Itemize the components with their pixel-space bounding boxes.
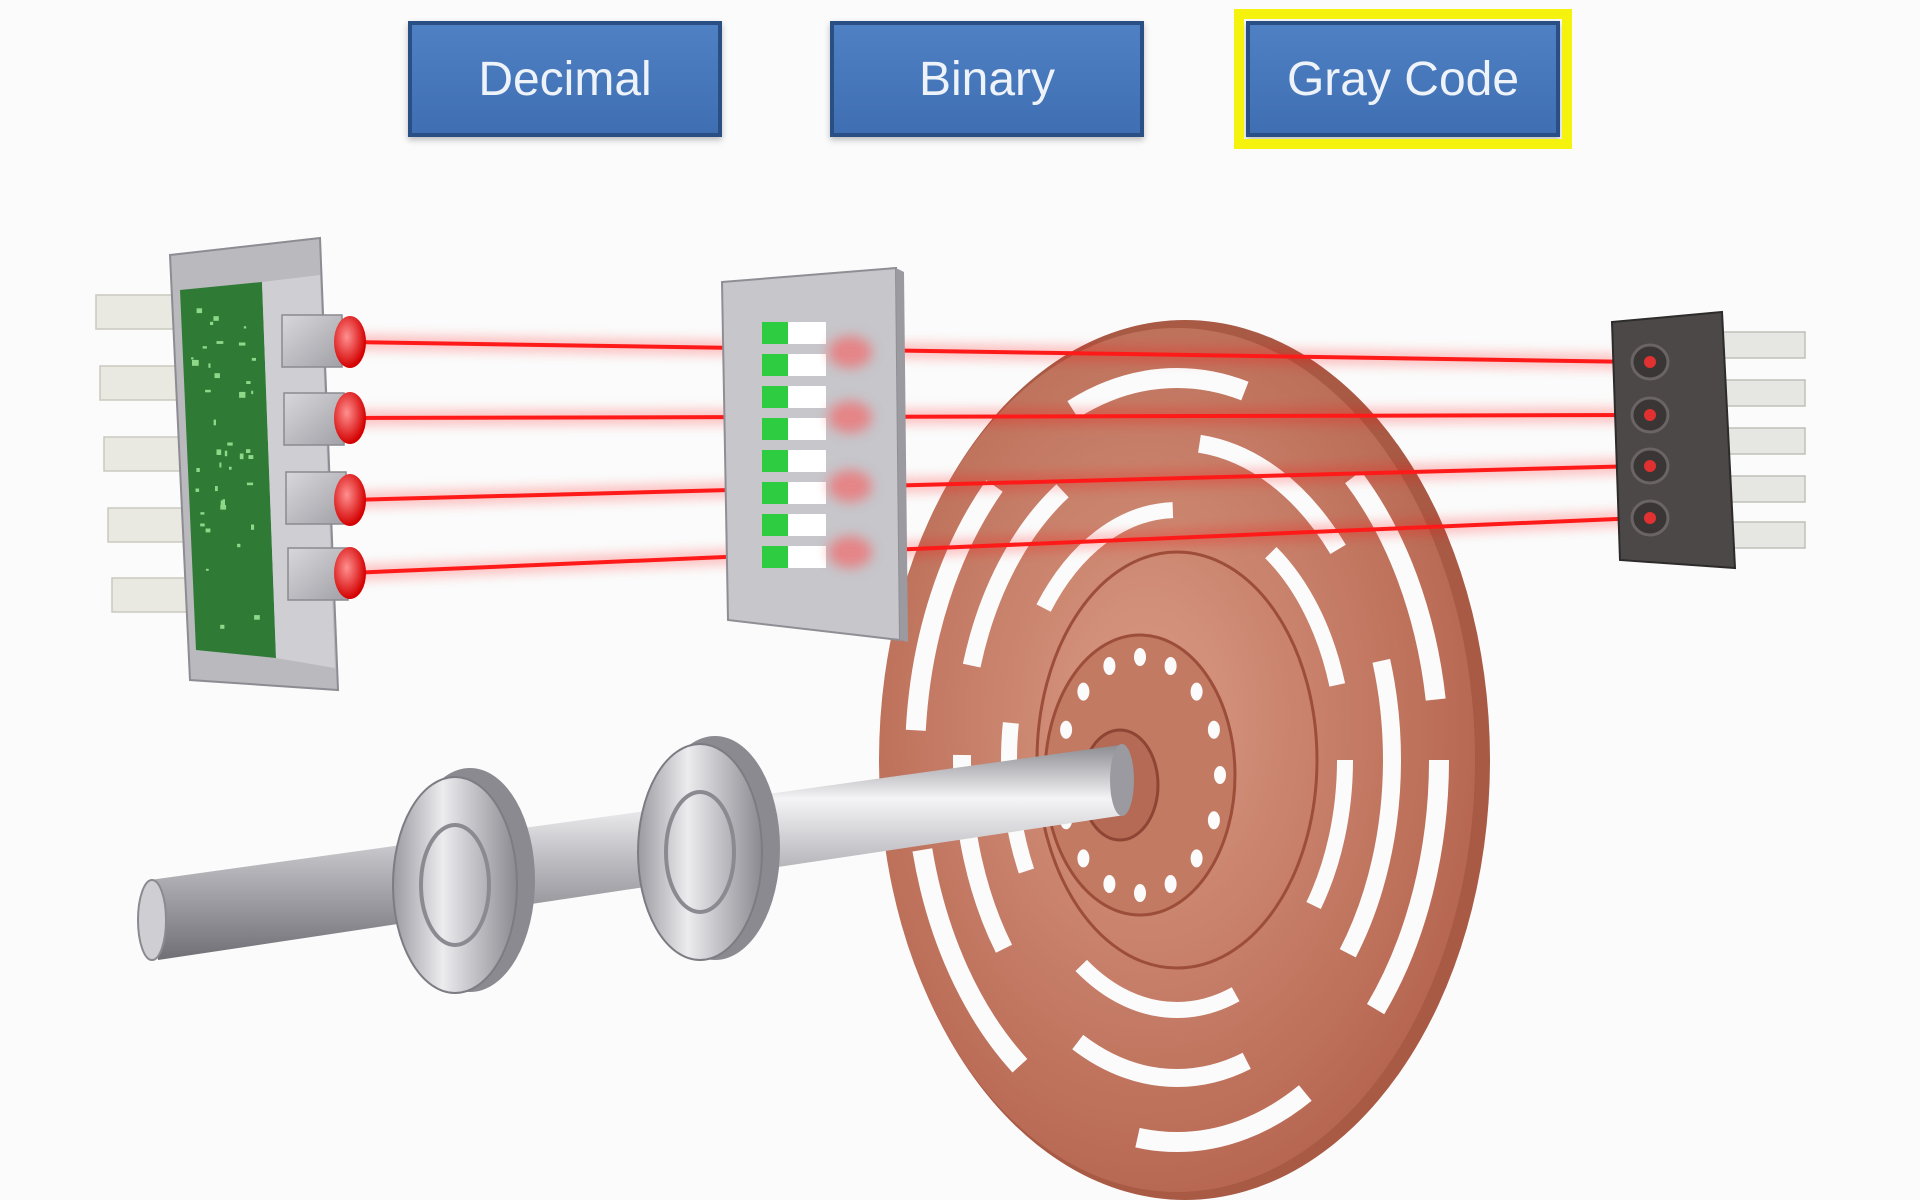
slit (788, 450, 826, 472)
disk-hole (1060, 720, 1073, 739)
pcb-component (246, 381, 251, 384)
slit-edge (762, 418, 788, 440)
slit (788, 418, 826, 440)
disk-hole (1103, 875, 1116, 893)
disk-hole (1190, 849, 1203, 868)
pcb-component (213, 419, 216, 426)
pcb-component (248, 455, 254, 459)
pcb-component (246, 482, 254, 486)
slit-edge (762, 514, 788, 536)
pcb-component (208, 363, 211, 368)
disk-hole (1214, 766, 1226, 784)
pcb-component (254, 615, 260, 620)
pcb-component (213, 316, 219, 321)
disk-hole (1190, 682, 1203, 701)
disk-hole (1077, 682, 1090, 701)
pcb-component (214, 373, 220, 379)
pcb-component (205, 389, 211, 393)
pcb-component (205, 568, 209, 571)
pcb-component (191, 357, 194, 360)
pcb-component (202, 346, 207, 349)
gray-code-button[interactable]: Gray Code (1234, 9, 1572, 149)
slit (788, 322, 826, 344)
pcb-component (220, 500, 225, 506)
pcb-component (200, 523, 205, 527)
slit (788, 386, 826, 408)
pcb-component (216, 449, 222, 455)
pcb-component (216, 341, 224, 344)
decimal-button[interactable]: Decimal (408, 21, 722, 137)
disk-hole (1207, 720, 1220, 739)
pcb-component (195, 488, 200, 492)
slit (788, 514, 826, 536)
slit (788, 354, 826, 376)
pcb-component (192, 359, 199, 366)
pcb-component (222, 499, 225, 506)
pcb-component (210, 321, 214, 325)
slit-mask-icon (720, 266, 908, 642)
photodetector-array-icon (1610, 310, 1806, 570)
pcb-component (251, 357, 256, 361)
pcb-component (243, 326, 247, 329)
pcb-component (224, 450, 228, 457)
pcb-component (205, 528, 211, 533)
pcb-component (237, 543, 241, 548)
pcb-component (239, 453, 244, 460)
slit (788, 482, 826, 504)
disk-hole (1134, 648, 1146, 666)
slit (788, 546, 826, 568)
pcb-component (220, 624, 225, 629)
disk-hole (1103, 657, 1116, 675)
pcb-component (200, 512, 205, 515)
slit-edge (762, 322, 788, 344)
encoder-disk-icon (879, 320, 1490, 1200)
disk-hole (1134, 884, 1146, 902)
pcb-component (227, 442, 233, 446)
laser-beams (349, 335, 1641, 580)
disk-hole (1207, 811, 1220, 830)
slit-edge (762, 354, 788, 376)
slit-edge (762, 450, 788, 472)
bearing-icon (637, 736, 780, 961)
pcb-component (251, 390, 254, 395)
pcb-component (196, 468, 200, 472)
pcb-component (238, 342, 246, 346)
pcb-component (196, 308, 203, 314)
binary-button[interactable]: Binary (830, 21, 1144, 137)
disk-hole (1164, 875, 1177, 893)
slit-edge (762, 482, 788, 504)
pcb-component (220, 505, 227, 510)
pcb-component (229, 466, 232, 470)
bearing-icon (392, 768, 535, 994)
pcb-component (219, 462, 222, 468)
slit-edge (762, 546, 788, 568)
disk-hole (1164, 657, 1177, 675)
pcb-component (239, 391, 246, 398)
disk-hole (1077, 849, 1090, 868)
pcb-component (246, 449, 251, 453)
slit-edge (762, 386, 788, 408)
pcb-component (215, 486, 218, 492)
pcb-component (251, 524, 255, 530)
laser-emitter-board-icon (95, 236, 366, 692)
